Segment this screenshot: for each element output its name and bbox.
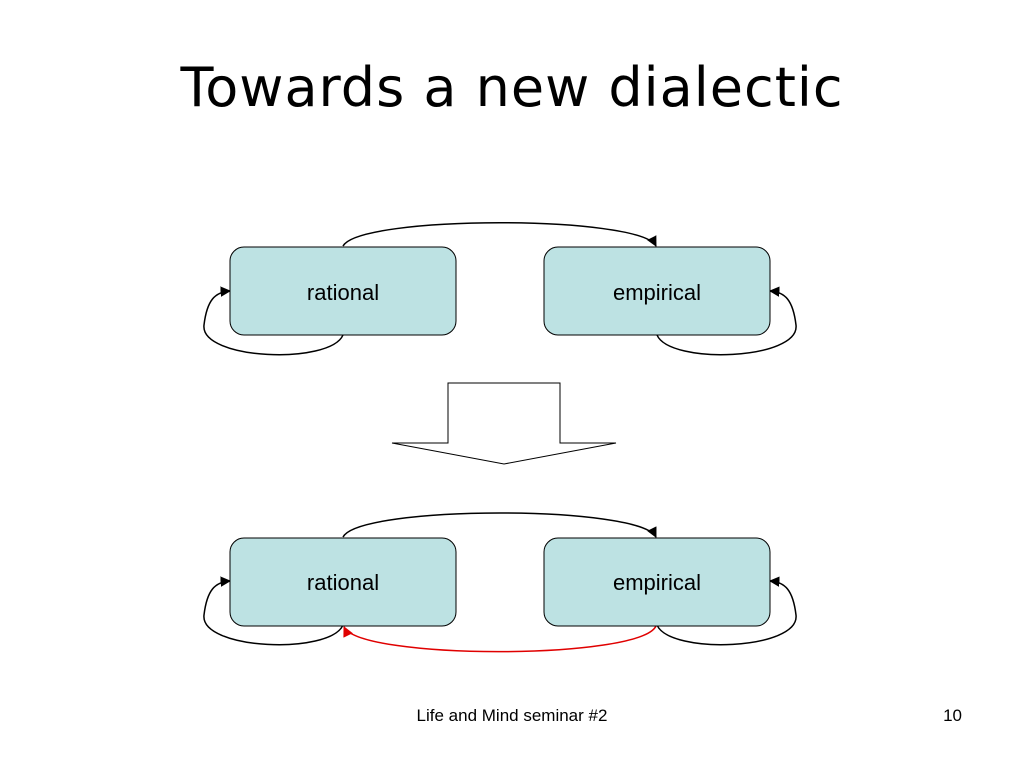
footer-text: Life and Mind seminar #2 (416, 706, 608, 725)
rational-to-empirical-arrow (342, 512, 657, 538)
slide-title: Towards a new dialectic (180, 56, 844, 119)
empirical-self-loop-arrow (656, 576, 797, 646)
rational-node: rational (229, 246, 457, 336)
empirical-node: empirical (543, 246, 771, 336)
rational-to-empirical-arrow (342, 222, 657, 247)
empirical-node: empirical (543, 537, 771, 627)
empirical-to-rational-feedback-arrow (343, 625, 657, 653)
transition-down-arrow (391, 382, 617, 465)
after-diagram: rational empirical (203, 512, 797, 653)
rational-node: rational (229, 537, 457, 627)
empirical-self-loop-arrow (656, 286, 797, 356)
page-number: 10 (943, 706, 962, 725)
rational-self-loop-arrow (203, 286, 344, 356)
rational-node-label: rational (307, 570, 379, 595)
empirical-node-label: empirical (613, 570, 701, 595)
before-diagram: rational empirical (203, 222, 797, 356)
empirical-node-label: empirical (613, 280, 701, 305)
rational-node-label: rational (307, 280, 379, 305)
rational-self-loop-arrow (203, 576, 344, 646)
